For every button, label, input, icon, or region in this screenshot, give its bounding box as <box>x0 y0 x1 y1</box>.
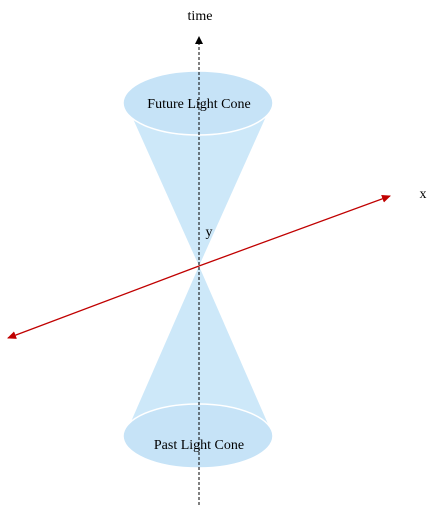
x-axis <box>198 194 391 267</box>
past-light-cone-base <box>122 403 274 469</box>
future-light-cone-cap <box>122 70 274 136</box>
x-axis-negative <box>7 265 200 339</box>
x-axis-label: x <box>420 187 427 202</box>
past-light-cone-label: Past Light Cone <box>154 438 244 453</box>
future-light-cone-label: Future Light Cone <box>147 97 250 112</box>
time-axis-label: time <box>188 9 213 24</box>
y-axis-label: y <box>206 225 213 240</box>
